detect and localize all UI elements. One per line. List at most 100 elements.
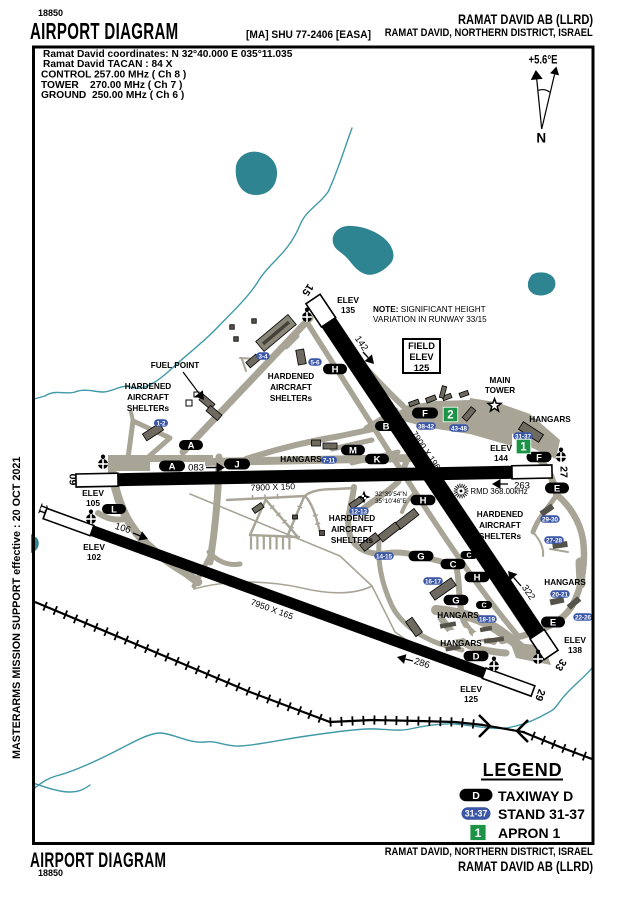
svg-text:TAXIWAY D: TAXIWAY D <box>498 788 573 804</box>
svg-text:105: 105 <box>86 498 100 508</box>
svg-text:27: 27 <box>558 466 570 478</box>
svg-text:MAIN: MAIN <box>490 376 511 385</box>
svg-text:L: L <box>111 504 117 515</box>
svg-text:SHELTERs: SHELTERs <box>127 404 170 413</box>
svg-text:HARDENED: HARDENED <box>268 372 314 381</box>
svg-text:27-28: 27-28 <box>546 537 563 544</box>
svg-text:18-19: 18-19 <box>479 616 496 623</box>
svg-text:C: C <box>466 553 471 560</box>
svg-text:3-4: 3-4 <box>258 353 268 360</box>
svg-text:1-2: 1-2 <box>156 420 166 427</box>
svg-text:STAND 31-37: STAND 31-37 <box>498 806 585 822</box>
svg-text:A: A <box>169 461 176 472</box>
svg-text:286: 286 <box>413 656 431 671</box>
svg-text:31-37: 31-37 <box>465 809 488 819</box>
svg-text:32°39’54”N: 32°39’54”N <box>375 490 407 498</box>
svg-text:A: A <box>188 440 195 451</box>
svg-text:12-13: 12-13 <box>351 508 368 515</box>
svg-text:M: M <box>349 445 357 456</box>
svg-text:31-37: 31-37 <box>515 433 532 440</box>
svg-text:AIRCRAFT: AIRCRAFT <box>479 521 521 530</box>
svg-text:APRON 1: APRON 1 <box>498 825 560 841</box>
svg-text:1: 1 <box>475 826 482 840</box>
svg-text:2: 2 <box>447 410 453 422</box>
svg-text:H: H <box>332 364 339 375</box>
svg-text:HANGARS: HANGARS <box>280 455 322 464</box>
svg-text:263: 263 <box>514 481 530 492</box>
svg-text:F: F <box>536 452 542 463</box>
svg-text:ELEV: ELEV <box>337 295 359 305</box>
svg-text:LEGEND: LEGEND <box>483 760 563 780</box>
svg-text:22-26: 22-26 <box>575 614 592 621</box>
svg-text:D: D <box>472 790 480 802</box>
svg-text:+5.6°E: +5.6°E <box>529 55 558 67</box>
svg-text:Ramat David TACAN : 84 X: Ramat David TACAN : 84 X <box>43 59 173 70</box>
svg-text:ELEV: ELEV <box>490 443 512 453</box>
svg-text:15: 15 <box>299 281 316 298</box>
svg-text:ELEV: ELEV <box>83 542 105 552</box>
svg-text:7900 X 150: 7900 X 150 <box>251 481 296 493</box>
svg-text:5-6: 5-6 <box>310 359 320 366</box>
svg-text:TOWER: TOWER <box>485 386 515 395</box>
svg-text:Ramat David coordinates: N 32°: Ramat David coordinates: N 32°40.000 E 0… <box>43 49 293 60</box>
svg-text:135: 135 <box>341 305 355 315</box>
svg-text:HANGARS: HANGARS <box>440 639 482 648</box>
svg-text:HANGARS: HANGARS <box>544 578 586 587</box>
svg-text:SHELTERs: SHELTERs <box>479 532 522 541</box>
svg-text:ELEV: ELEV <box>82 488 104 498</box>
svg-text:H: H <box>474 572 481 583</box>
svg-text:138: 138 <box>568 645 582 655</box>
svg-text:AIRCRAFT: AIRCRAFT <box>127 393 169 402</box>
svg-text:HARDENED: HARDENED <box>477 510 523 519</box>
svg-text:D: D <box>473 651 480 662</box>
svg-text:ELEV: ELEV <box>409 352 434 362</box>
svg-text:29: 29 <box>532 687 547 702</box>
svg-text:29-30: 29-30 <box>542 516 559 523</box>
svg-text:G: G <box>452 595 459 606</box>
svg-text:125: 125 <box>464 694 478 704</box>
svg-text:083: 083 <box>188 463 204 474</box>
svg-text:102: 102 <box>87 552 101 562</box>
svg-text:TOWER 270.00 MHz ( Ch 7 ): TOWER 270.00 MHz ( Ch 7 ) <box>41 80 182 91</box>
svg-text:G: G <box>417 551 424 562</box>
svg-text:20-21: 20-21 <box>552 591 569 598</box>
svg-text:SHELTERs: SHELTERs <box>331 536 374 545</box>
svg-text:AIRCRAFT: AIRCRAFT <box>331 525 373 534</box>
svg-text:HARDENED: HARDENED <box>329 514 375 523</box>
svg-text:RMD 368.00kHz: RMD 368.00kHz <box>471 487 528 496</box>
svg-text:106: 106 <box>114 521 132 536</box>
svg-text:125: 125 <box>414 363 430 373</box>
svg-text:11: 11 <box>35 502 50 517</box>
svg-text:C: C <box>481 603 486 610</box>
svg-text:H: H <box>420 495 427 506</box>
svg-text:14-15: 14-15 <box>376 553 393 560</box>
svg-text:N: N <box>536 131 546 146</box>
svg-text:C: C <box>450 559 457 570</box>
svg-text:FUEL POINT: FUEL POINT <box>151 361 200 370</box>
svg-text:SHELTERs: SHELTERs <box>270 394 313 403</box>
svg-text:CONTROL 257.00 MHz ( Ch 8 ): CONTROL 257.00 MHz ( Ch 8 ) <box>41 70 186 81</box>
svg-text:F: F <box>422 408 428 419</box>
svg-text:HANGARS: HANGARS <box>529 415 571 424</box>
svg-text:38-42: 38-42 <box>418 423 435 430</box>
svg-text:B: B <box>383 421 390 432</box>
svg-text:35°10’46”E: 35°10’46”E <box>375 497 407 505</box>
svg-text:ELEV: ELEV <box>460 684 482 694</box>
svg-text:J: J <box>234 459 239 470</box>
svg-text:FIELD: FIELD <box>408 341 435 351</box>
svg-text:144: 144 <box>494 453 508 463</box>
svg-text:ELEV: ELEV <box>564 635 586 645</box>
svg-text:NOTE: SIGNIFICANT HEIGHT: NOTE: SIGNIFICANT HEIGHT <box>373 305 486 314</box>
svg-text:43-48: 43-48 <box>451 425 468 432</box>
svg-text:E: E <box>550 617 556 628</box>
svg-text:1: 1 <box>520 442 527 454</box>
svg-text:09: 09 <box>67 474 79 486</box>
svg-text:HANGARS: HANGARS <box>437 611 479 620</box>
svg-text:7-11: 7-11 <box>323 457 336 464</box>
svg-text:33: 33 <box>552 656 569 673</box>
svg-text:16-17: 16-17 <box>425 578 442 585</box>
svg-text:VARIATION IN RUNWAY 33/15: VARIATION IN RUNWAY 33/15 <box>373 315 487 324</box>
svg-text:GROUND 250.00 MHz ( Ch 6 ): GROUND 250.00 MHz ( Ch 6 ) <box>41 90 184 101</box>
svg-text:E: E <box>554 483 560 494</box>
svg-text:K: K <box>374 454 381 465</box>
